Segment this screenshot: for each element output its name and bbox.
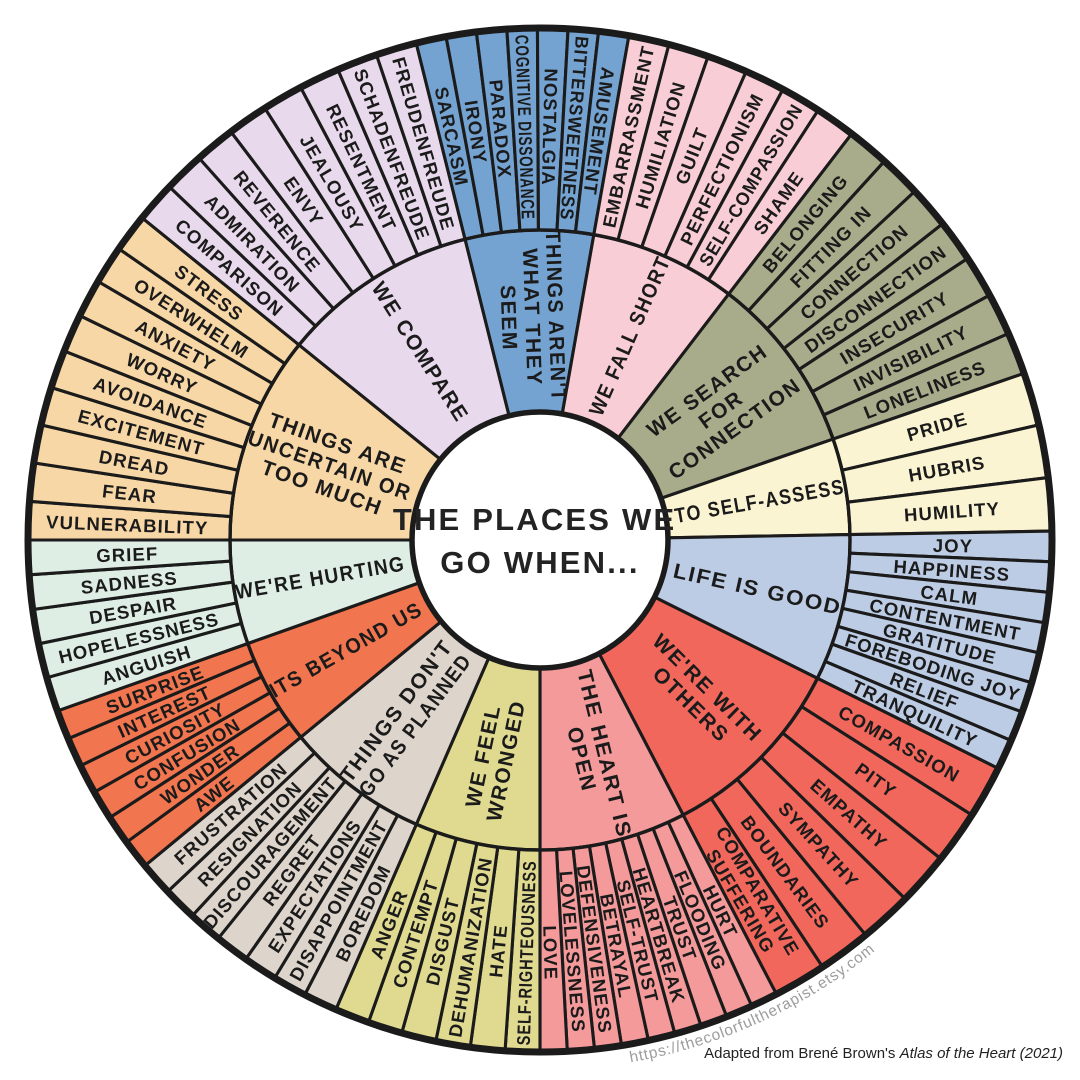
emotion-label-nostalgia: NOSTALGIA	[538, 68, 562, 186]
center-title-line2: GO WHEN...	[440, 545, 639, 580]
category-label-we-feel-wronged: WE FEELWRONGED	[459, 693, 530, 823]
center-title-line1: THE PLACES WE	[393, 502, 677, 537]
attribution-prefix: Adapted from Brené Brown's	[704, 1045, 899, 1062]
center-title: THE PLACES WE GO WHEN...	[393, 502, 687, 580]
category-label-things-arent-what-they-seem: THINGS AREN'TWHAT THEYSEEM	[494, 230, 570, 404]
outer-rim	[24, 24, 1056, 1056]
center-circle	[409, 409, 671, 671]
emotion-label-love: LOVE	[540, 925, 562, 980]
category-ring-outline	[228, 228, 852, 852]
attribution-book-title: Atlas of the Heart (2021)	[899, 1045, 1063, 1062]
emotion-label-grief: GRIEF	[96, 543, 159, 566]
emotion-label-joy: JOY	[933, 534, 974, 556]
attribution: Adapted from Brené Brown's Atlas of the …	[704, 1045, 1063, 1062]
